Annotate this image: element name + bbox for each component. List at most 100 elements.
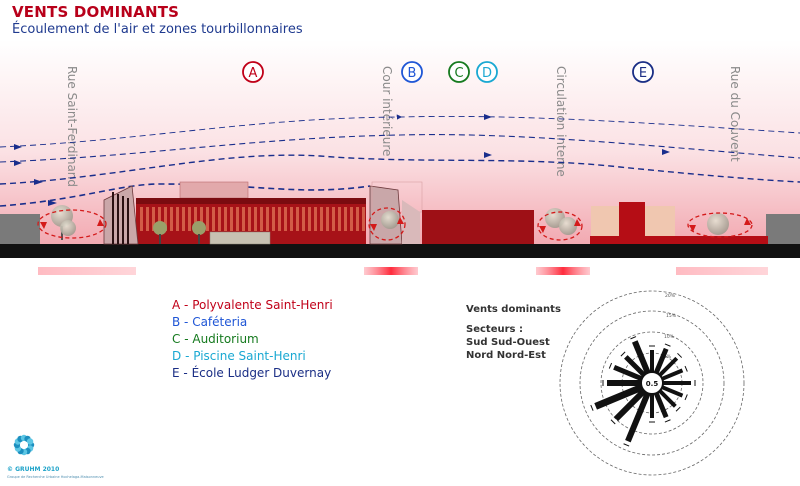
neighbour-building-left [0, 214, 40, 244]
window [176, 207, 179, 231]
flow-arrowhead [484, 152, 492, 158]
vortex-arrowhead [689, 225, 696, 232]
wind-rose-tick [664, 419, 671, 423]
wind-rose-spokes [590, 336, 696, 447]
building-a-windows [140, 207, 365, 231]
wind-rose-tick [608, 362, 613, 369]
wind-rose-tick [684, 394, 688, 401]
wind-sector-item: Sud Sud-Ouest [466, 337, 550, 348]
tree-icon [545, 208, 577, 235]
wind-rose-center [640, 371, 664, 395]
building-e [590, 202, 768, 244]
wind-rose-tick [620, 351, 626, 357]
wind-rose-ring [600, 331, 704, 435]
vortex-arrowheads [40, 217, 751, 233]
ring-label: 20% [665, 293, 676, 299]
neighbour-building-right [766, 214, 800, 244]
window [194, 207, 197, 231]
vortex-arrowhead [397, 217, 404, 224]
wind-panel-sectors-label: Secteurs : [466, 324, 523, 335]
flow-line-1 [0, 114, 800, 148]
window [356, 207, 359, 231]
legend-item-c: C - Auditorium [172, 332, 259, 346]
window [248, 207, 251, 231]
vortex-rue-du-couvent [687, 212, 753, 238]
flow-arrowhead [14, 144, 22, 150]
credit-line: © GRUHM 2010 [7, 466, 60, 473]
window [260, 207, 263, 231]
vortex-circulation-interne [537, 211, 583, 241]
wind-rose: 20% 15% 10% 5% 0.5 [559, 290, 745, 476]
window [242, 207, 245, 231]
flow-arrowhead [34, 179, 43, 185]
wind-rose-tick [677, 352, 683, 358]
window [362, 207, 365, 231]
turbulence-band-cour-interieure [364, 267, 418, 275]
wind-rose-spoke [658, 356, 679, 377]
window [170, 207, 173, 231]
window [236, 207, 239, 231]
flow-arrowhead [484, 114, 492, 120]
window [146, 207, 149, 231]
vortex-arrowhead [744, 218, 751, 225]
credit-subline: Groupe de Recherche Urbaine Hochelaga-Ma… [7, 475, 104, 479]
window [188, 207, 191, 231]
gruhm-logo [13, 434, 35, 456]
legend-item-b: B - Caféteria [172, 315, 248, 329]
marker-a: A [242, 61, 264, 83]
window [272, 207, 275, 231]
window [314, 207, 317, 231]
flow-arrowhead [662, 149, 670, 155]
trees [51, 205, 729, 244]
window [326, 207, 329, 231]
wind-sector-item: Nord Nord-Est [466, 350, 546, 361]
wind-rose-tick [623, 443, 630, 447]
svg-text:B: B [408, 66, 417, 81]
legend-item-d: D - Piscine Saint-Henri [172, 349, 306, 363]
window [218, 207, 221, 231]
wind-rose-tick [675, 406, 681, 412]
logo-center [20, 441, 28, 449]
turbulence-band-rue-du-couvent [676, 267, 768, 275]
vortex-arrowhead [539, 226, 546, 233]
window [296, 207, 299, 231]
window [254, 207, 257, 231]
page-title: VENTS DOMINANTS [12, 3, 180, 21]
wind-rose-spoke [653, 392, 669, 419]
wind-rose-spoke [658, 389, 677, 408]
building-c [422, 210, 534, 244]
wind-rose-spoke [625, 392, 651, 443]
vortex-saint-ferdinand [37, 209, 107, 239]
flow-arrowheads [14, 114, 670, 206]
flow-arrowhead [14, 160, 22, 166]
wind-rose-spoke [594, 383, 644, 410]
wind-rose-tick [630, 336, 637, 340]
facade-stripe [117, 194, 119, 244]
window [152, 207, 155, 231]
window [182, 207, 185, 231]
svg-text:A: A [249, 66, 258, 81]
facade-stripe [112, 192, 114, 244]
tree-icon [153, 221, 167, 244]
svg-text:D: D [482, 66, 492, 81]
flow-arrowhead [48, 200, 57, 206]
legend-item-a: A - Polyvalente Saint-Henri [172, 298, 333, 312]
turbulence-bands [38, 267, 768, 275]
window [290, 207, 293, 231]
window [212, 207, 215, 231]
street-label-rue-du-couvent: Rue du Couvent [728, 66, 742, 162]
window [224, 207, 227, 231]
wind-rose-tick [684, 365, 688, 372]
flow-line-3 [0, 154, 800, 185]
flow-line-4 [0, 183, 371, 207]
tree-icon [192, 221, 206, 244]
window [206, 207, 209, 231]
window [230, 207, 233, 231]
ring-label: 10% [664, 334, 675, 340]
marker-d: D [476, 61, 498, 83]
facade-stripe [127, 198, 129, 244]
window [320, 207, 323, 231]
facade-stripe [122, 196, 124, 244]
wind-panel: Vents dominants Secteurs : Sud Sud-Ouest… [466, 303, 561, 362]
